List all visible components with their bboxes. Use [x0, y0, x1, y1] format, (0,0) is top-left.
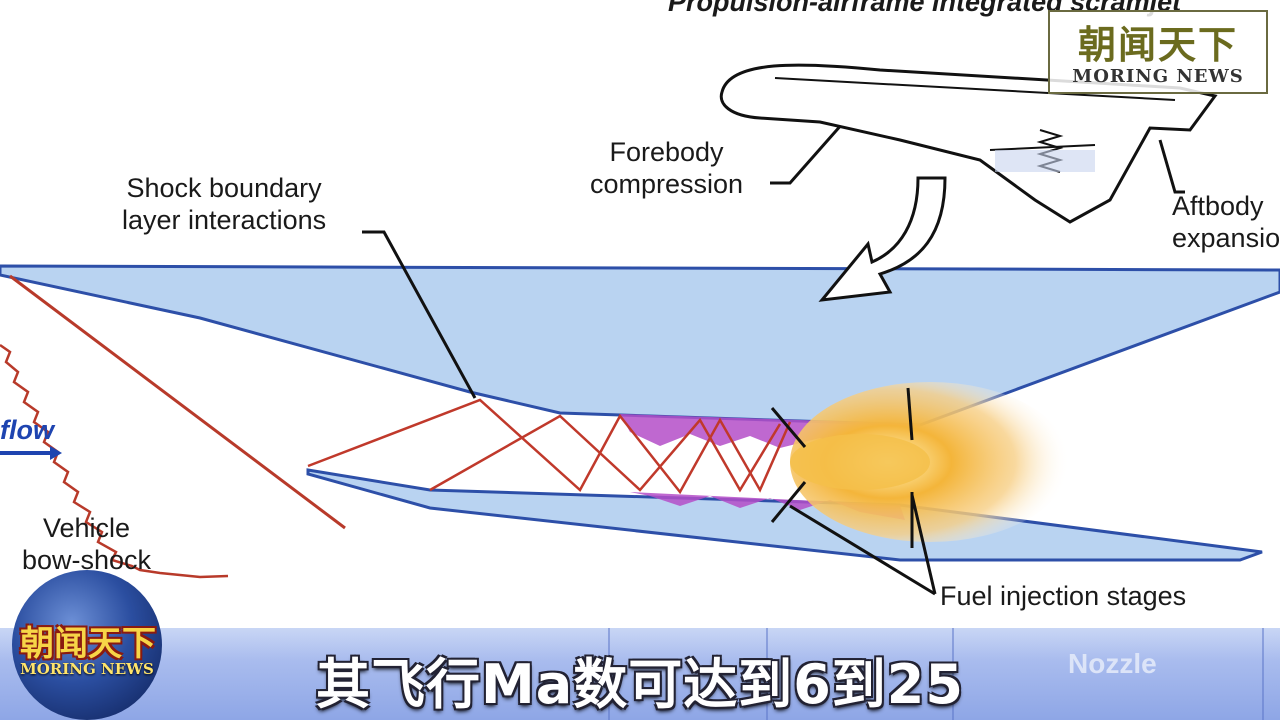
- label-aftbody-expansion: Aftbody expansion: [1172, 191, 1280, 253]
- label-shock-boundary-layer: Shock boundary layer interactions: [122, 173, 327, 235]
- label-forebody-compression: Forebody compression: [590, 137, 744, 199]
- banner-divider: [766, 628, 768, 720]
- flow-arrowhead: [50, 446, 62, 460]
- boundary-layer-bottom: [630, 492, 905, 520]
- bow-shock-wavy: [0, 343, 229, 579]
- fuel-arrow-bottom-1: [770, 481, 807, 523]
- label-fuel-injection-stages: Fuel injection stages: [940, 581, 1187, 611]
- watermark-top-cn: 朝闻天下: [1077, 22, 1238, 67]
- aircraft-outline: [719, 63, 1218, 224]
- forebody-leader: [770, 114, 852, 185]
- label-nozzle: Nozzle: [1068, 648, 1157, 679]
- aircraft-line-1: [774, 77, 1176, 101]
- fuel-leader-a: [789, 504, 936, 596]
- globe-logo-en: MORING NEWS: [20, 660, 154, 678]
- internal-shocks-2: [429, 414, 782, 493]
- caption-banner: [0, 628, 1280, 720]
- lower-cowl: [306, 468, 1263, 562]
- globe-logo: 朝闻天下 MORING NEWS: [12, 570, 162, 720]
- aircraft-line-2: [989, 144, 1096, 151]
- exhaust-core: [790, 434, 930, 490]
- caption-subtitle: 其飞行Ma数可达到6到25: [316, 653, 964, 716]
- globe-logo-cn: 朝闻天下: [20, 624, 156, 664]
- label-flow: flow: [0, 415, 54, 445]
- upper-body: [0, 264, 1280, 427]
- fuel-arrow-top-2: [906, 387, 914, 441]
- banner-divider: [608, 628, 610, 720]
- label-vehicle-bow-shock: Vehicle bow-shock: [22, 513, 152, 575]
- curved-arrow: [818, 176, 947, 302]
- banner-divider: [952, 628, 954, 720]
- aftbody-leader: [1158, 139, 1185, 194]
- fuel-arrow-top-1: [770, 407, 807, 448]
- bow-shock-line: [9, 274, 346, 530]
- banner-divider: [1262, 628, 1264, 720]
- aircraft-engine: [995, 150, 1095, 172]
- shock-leader: [362, 230, 477, 399]
- fuel-leader-b: [910, 494, 937, 595]
- watermark-top-en: MORING NEWS: [1072, 66, 1244, 87]
- internal-shocks: [307, 398, 792, 495]
- watermark-logo-top: 朝闻天下 MORING NEWS: [1048, 10, 1268, 94]
